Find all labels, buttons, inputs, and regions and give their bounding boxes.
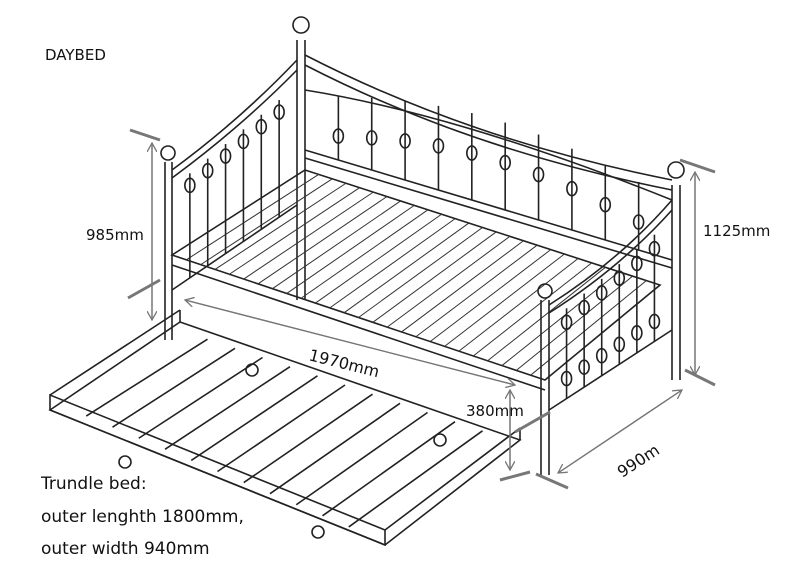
slat (415, 244, 538, 338)
spindle-knob (599, 196, 612, 213)
spindle-knob (560, 314, 573, 331)
trundle-slat (348, 430, 483, 528)
slat (214, 182, 347, 270)
slat (300, 209, 429, 299)
trundle-width: outer width 940mm (41, 539, 210, 559)
spindle-knob (560, 370, 573, 387)
spindle-knob (631, 255, 643, 272)
spindle-knob (595, 285, 608, 301)
trundle-slat (295, 411, 428, 506)
spindle-knob (255, 118, 268, 135)
trundle-slat (322, 421, 456, 517)
slat (429, 249, 552, 342)
spindle-knob (578, 359, 590, 375)
slat (329, 218, 456, 309)
trundle-slat (243, 393, 373, 484)
spindle-knob (432, 138, 445, 154)
length-label: 1970mm (307, 345, 381, 381)
trundle-slat (138, 356, 263, 439)
trundle-length: outer lenghth 1800mm, (41, 507, 244, 527)
left-end-panel (160, 59, 298, 340)
spindle-knob (332, 128, 345, 144)
spindle-knob (613, 336, 626, 353)
trundle-slat (217, 384, 346, 473)
slat (186, 174, 319, 261)
front-height-label: 985mm (86, 226, 144, 244)
trundle-slat (112, 347, 236, 428)
spindle-knob (201, 162, 214, 179)
spindle-knob (613, 270, 626, 286)
slat (515, 275, 634, 371)
spindle-knob (219, 148, 232, 164)
trundle-slat (269, 402, 401, 495)
back-height-label: 1125mm (703, 222, 770, 240)
trundle-slat (85, 338, 208, 417)
spindle-knob (184, 177, 196, 194)
trundle-slat (190, 375, 318, 462)
spindle-knob (595, 347, 608, 364)
slat (243, 191, 374, 280)
slat (472, 262, 593, 357)
slat (401, 240, 524, 333)
spindle-knob (566, 180, 578, 197)
slat (200, 178, 333, 266)
spindle-knob (648, 313, 661, 330)
title-label: DAYBED (45, 46, 106, 64)
trundle-slat (164, 365, 291, 451)
slat (286, 204, 415, 294)
slat (458, 258, 579, 352)
slat (358, 227, 483, 318)
slat (386, 235, 511, 328)
spindle-knob (399, 133, 411, 149)
slat (257, 196, 388, 285)
dimension-lines (127, 128, 716, 490)
spindle-knob (631, 325, 643, 341)
back-panel (292, 16, 685, 380)
slat (272, 200, 401, 290)
slat (229, 187, 360, 275)
spindle-knob (532, 166, 545, 183)
spindle-knob (466, 145, 478, 161)
trundle-bed (48, 309, 522, 547)
slat (444, 253, 565, 347)
trundle-height-label: 380mm (466, 402, 524, 420)
spindle-knob (273, 104, 285, 120)
spindle-knob (578, 299, 590, 316)
slat (530, 280, 647, 376)
slat (372, 231, 497, 323)
trundle-heading: Trundle bed: (40, 474, 147, 494)
right-end-panel (537, 199, 673, 475)
width-label: 990m (614, 440, 663, 481)
slat (315, 213, 442, 304)
slat (487, 266, 606, 362)
slat-platform (170, 169, 662, 391)
spindle-knob (237, 133, 250, 150)
spindle-knob (648, 240, 661, 257)
spindle-knob (632, 214, 645, 230)
spindle-knob (499, 154, 511, 171)
slat (343, 222, 470, 314)
spindle-knob (365, 130, 378, 146)
